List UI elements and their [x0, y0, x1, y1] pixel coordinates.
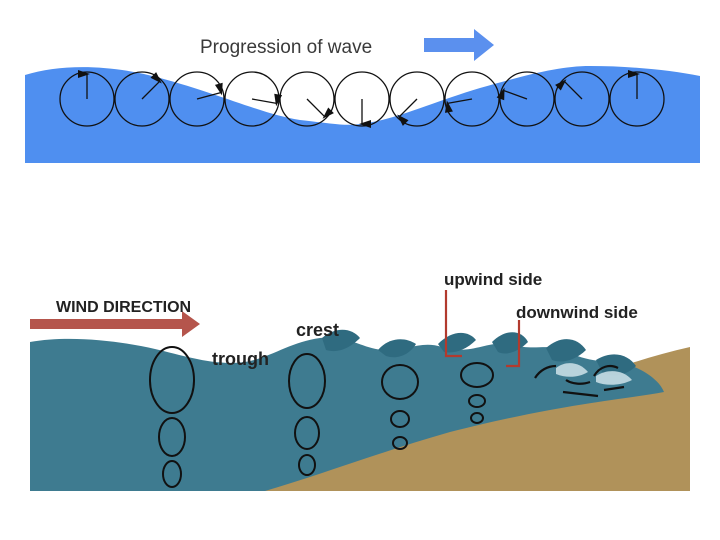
- bottom-diagram: WIND DIRECTION trough crest upwind side …: [30, 270, 690, 491]
- wind-direction-label: WIND DIRECTION: [56, 299, 191, 316]
- trough-label: trough: [212, 349, 269, 369]
- particle-radius-line: [307, 99, 325, 117]
- downwind-side-label: downwind side: [516, 303, 638, 322]
- progression-label: Progression of wave: [200, 37, 372, 58]
- progression-arrow-icon: [424, 29, 494, 61]
- particle-radius-line: [252, 99, 277, 103]
- upwind-side-label: upwind side: [444, 270, 542, 289]
- top-diagram: Progression of wave: [25, 29, 700, 163]
- crest-label: crest: [296, 320, 339, 340]
